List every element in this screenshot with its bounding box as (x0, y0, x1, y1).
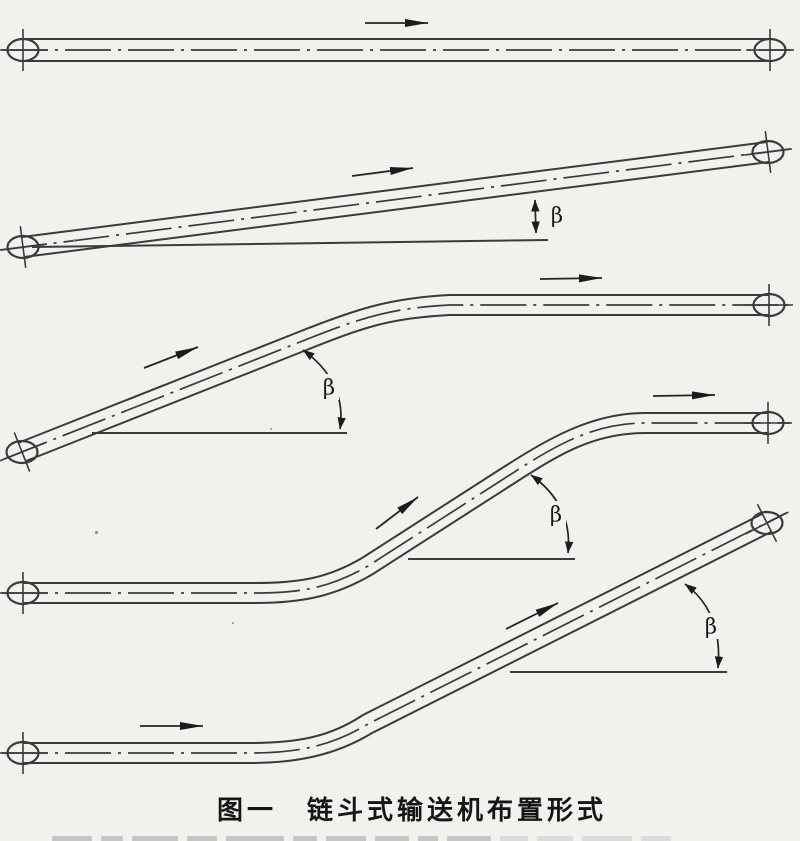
conveyor-horizontal (0, 19, 794, 71)
band-top-edge (17, 294, 769, 444)
head-pulley-icon (744, 402, 792, 444)
label-backing (318, 374, 339, 400)
cutoff-text-artifact (52, 834, 742, 841)
head-pulley-icon (745, 503, 789, 543)
travel-direction-arrow (505, 602, 559, 630)
band-bottom-edge (25, 314, 769, 462)
travel-direction-arrow (652, 391, 716, 400)
band-center-line (2, 512, 787, 754)
scan-speck (73, 239, 75, 241)
tail-pulley-icon (0, 226, 47, 268)
tail-pulley-icon (0, 572, 47, 614)
band-top-edge (21, 141, 768, 238)
travel-direction-arrow (539, 274, 603, 283)
scan-speck (270, 428, 272, 430)
conveyor-horizontal-to-incline: β (0, 503, 789, 774)
head-pulley-icon (746, 29, 794, 71)
figure-caption: 图一 链斗式输送机布置形式 (216, 796, 607, 826)
travel-direction-arrow (351, 167, 414, 177)
scan-speck (95, 531, 98, 534)
band-center-line (0, 148, 791, 251)
band-bottom-edge (23, 531, 772, 764)
label-backing (700, 613, 721, 639)
band-top-edge (23, 513, 763, 744)
band-center-line (3, 304, 790, 460)
band-bottom-edge (23, 161, 770, 258)
tail-pulley-icon (0, 29, 47, 71)
angle-label: β (550, 503, 562, 527)
travel-direction-arrow (143, 346, 199, 369)
tail-pulley-icon (0, 732, 47, 774)
label-backing (545, 501, 566, 527)
band-top-edge (23, 412, 768, 584)
conveyor-incline-to-horizontal: β (0, 274, 793, 472)
angle-arc-arrow (531, 199, 540, 234)
angle-label: β (323, 376, 335, 400)
angle-label: β (551, 204, 563, 228)
band-bottom-edge (23, 432, 768, 604)
conveyor-s-curve: β (0, 391, 792, 614)
scan-speck (232, 622, 234, 624)
label-backing (546, 203, 567, 229)
band-center-line (2, 422, 790, 594)
tail-pulley-icon (0, 432, 45, 472)
conveyor-inclined: β (0, 131, 792, 268)
travel-direction-arrow (375, 496, 419, 530)
head-pulley-icon (745, 284, 793, 326)
angle-label: β (705, 615, 717, 639)
head-pulley-icon (744, 131, 792, 173)
